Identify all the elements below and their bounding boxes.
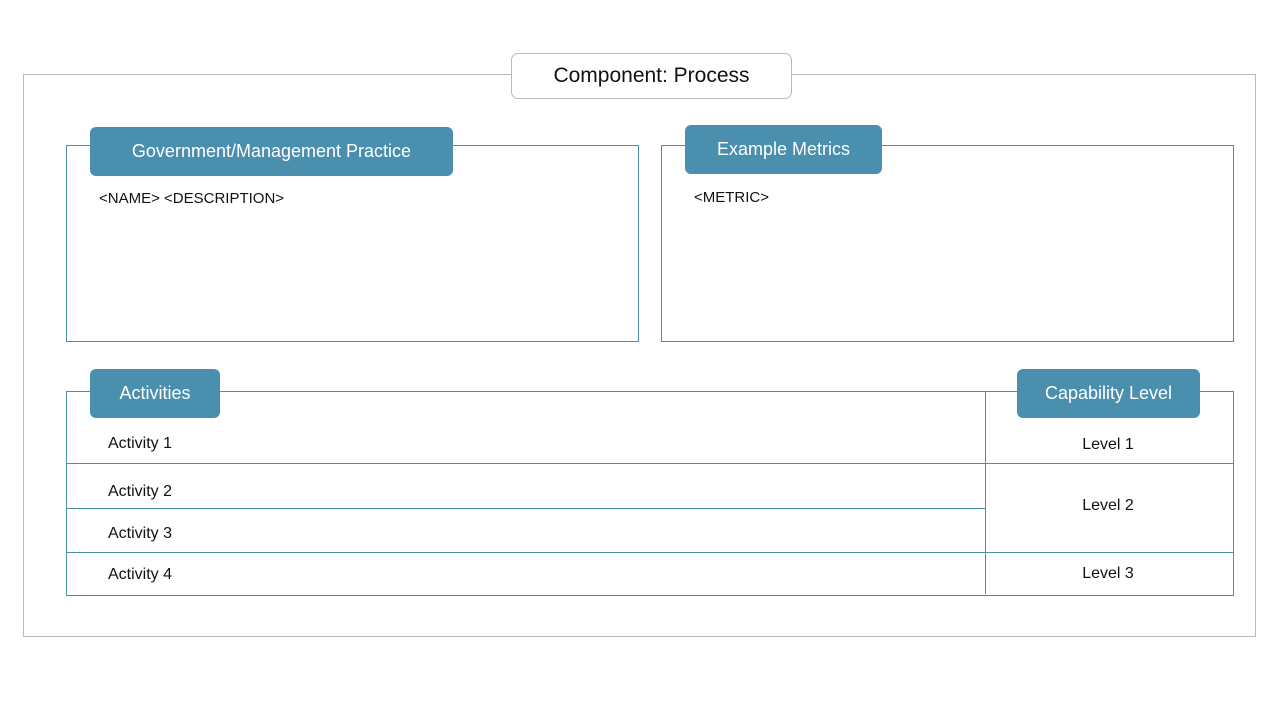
metrics-content: <METRIC> — [694, 189, 770, 206]
page-title: Component: Process — [511, 53, 792, 99]
practice-content: <NAME> <DESCRIPTION> — [99, 190, 285, 207]
capability-level: Level 2 — [1082, 497, 1134, 514]
table-column-divider — [985, 391, 986, 594]
practice-heading: Government/Management Practice — [90, 127, 453, 176]
metrics-panel — [661, 145, 1234, 342]
metrics-heading: Example Metrics — [685, 125, 882, 174]
capability-level: Level 1 — [1082, 436, 1134, 453]
activity-item: Activity 2 — [108, 483, 173, 500]
activities-heading: Activities — [90, 369, 220, 418]
practice-panel — [66, 145, 639, 342]
activity-item: Activity 4 — [108, 566, 173, 583]
activity-item: Activity 1 — [108, 435, 173, 452]
row-divider — [67, 463, 1234, 464]
activities-table — [66, 391, 1234, 596]
row-divider — [67, 508, 985, 509]
activity-item: Activity 3 — [108, 525, 173, 542]
capability-level: Level 3 — [1082, 565, 1134, 582]
capability-heading: Capability Level — [1017, 369, 1200, 418]
row-divider — [67, 552, 1234, 553]
